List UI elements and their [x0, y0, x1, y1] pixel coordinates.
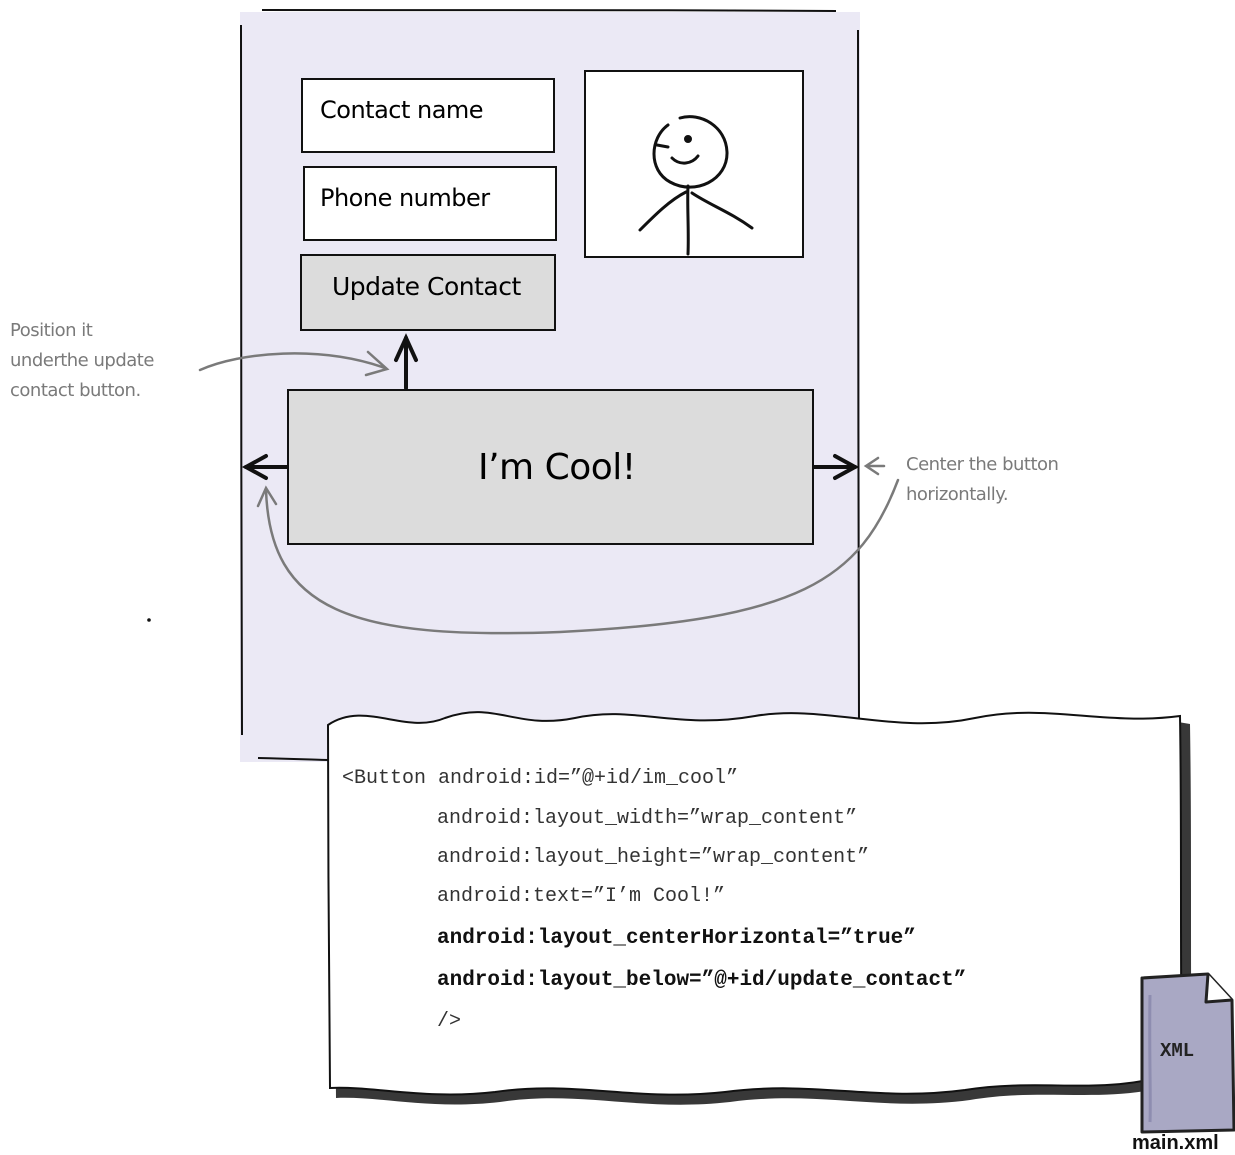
position-note-arrow	[198, 350, 390, 377]
position-note-line: Position it	[10, 320, 93, 341]
code-line: android:layout_height=”wrap_content”	[437, 846, 870, 869]
screen-top-edge	[261, 9, 837, 12]
center-note-line: Center the button	[906, 454, 1059, 475]
code-line-highlight: android:layout_centerHorizontal=”true”	[437, 927, 916, 950]
file-name: main.xml	[1132, 1132, 1219, 1154]
contact-name-field[interactable]	[301, 78, 555, 153]
position-note: Position it underthe update contact butt…	[10, 316, 154, 406]
center-note-arrow	[256, 456, 900, 635]
arrow-right-icon	[812, 454, 860, 480]
center-note-line: horizontally.	[906, 484, 1009, 505]
position-note-line: underthe update	[10, 350, 154, 371]
arrow-up-icon	[394, 333, 418, 390]
stray-dot	[147, 618, 151, 622]
position-note-line: contact button.	[10, 380, 141, 401]
xml-file-icon	[1140, 972, 1235, 1134]
screen-left-edge	[240, 24, 243, 736]
code-line: android:layout_width=”wrap_content”	[437, 807, 858, 830]
phone-number-placeholder: Phone number	[320, 184, 490, 212]
im-cool-button-label: I’m Cool!	[478, 447, 636, 488]
screen-bottom-edge	[257, 757, 331, 761]
code-line: />	[437, 1010, 462, 1033]
update-contact-button-label: Update Contact	[332, 272, 521, 301]
center-note: Center the button horizontally.	[906, 450, 1059, 510]
screen-right-edge	[857, 29, 860, 729]
im-cool-button[interactable]	[287, 389, 814, 545]
code-line: <Button android:id=”@+id/im_cool”	[342, 767, 739, 790]
code-line-highlight: android:layout_below=”@+id/update_contac…	[437, 969, 967, 992]
xml-icon-label: XML	[1160, 1040, 1195, 1062]
update-contact-button[interactable]	[300, 254, 556, 331]
phone-number-field[interactable]	[303, 166, 557, 241]
contact-name-placeholder: Contact name	[320, 96, 484, 124]
arrow-left-icon	[241, 454, 289, 480]
code-line: android:text=”I’m Cool!”	[437, 885, 726, 908]
stick-figure-icon	[638, 115, 754, 256]
contact-picture	[584, 70, 804, 258]
